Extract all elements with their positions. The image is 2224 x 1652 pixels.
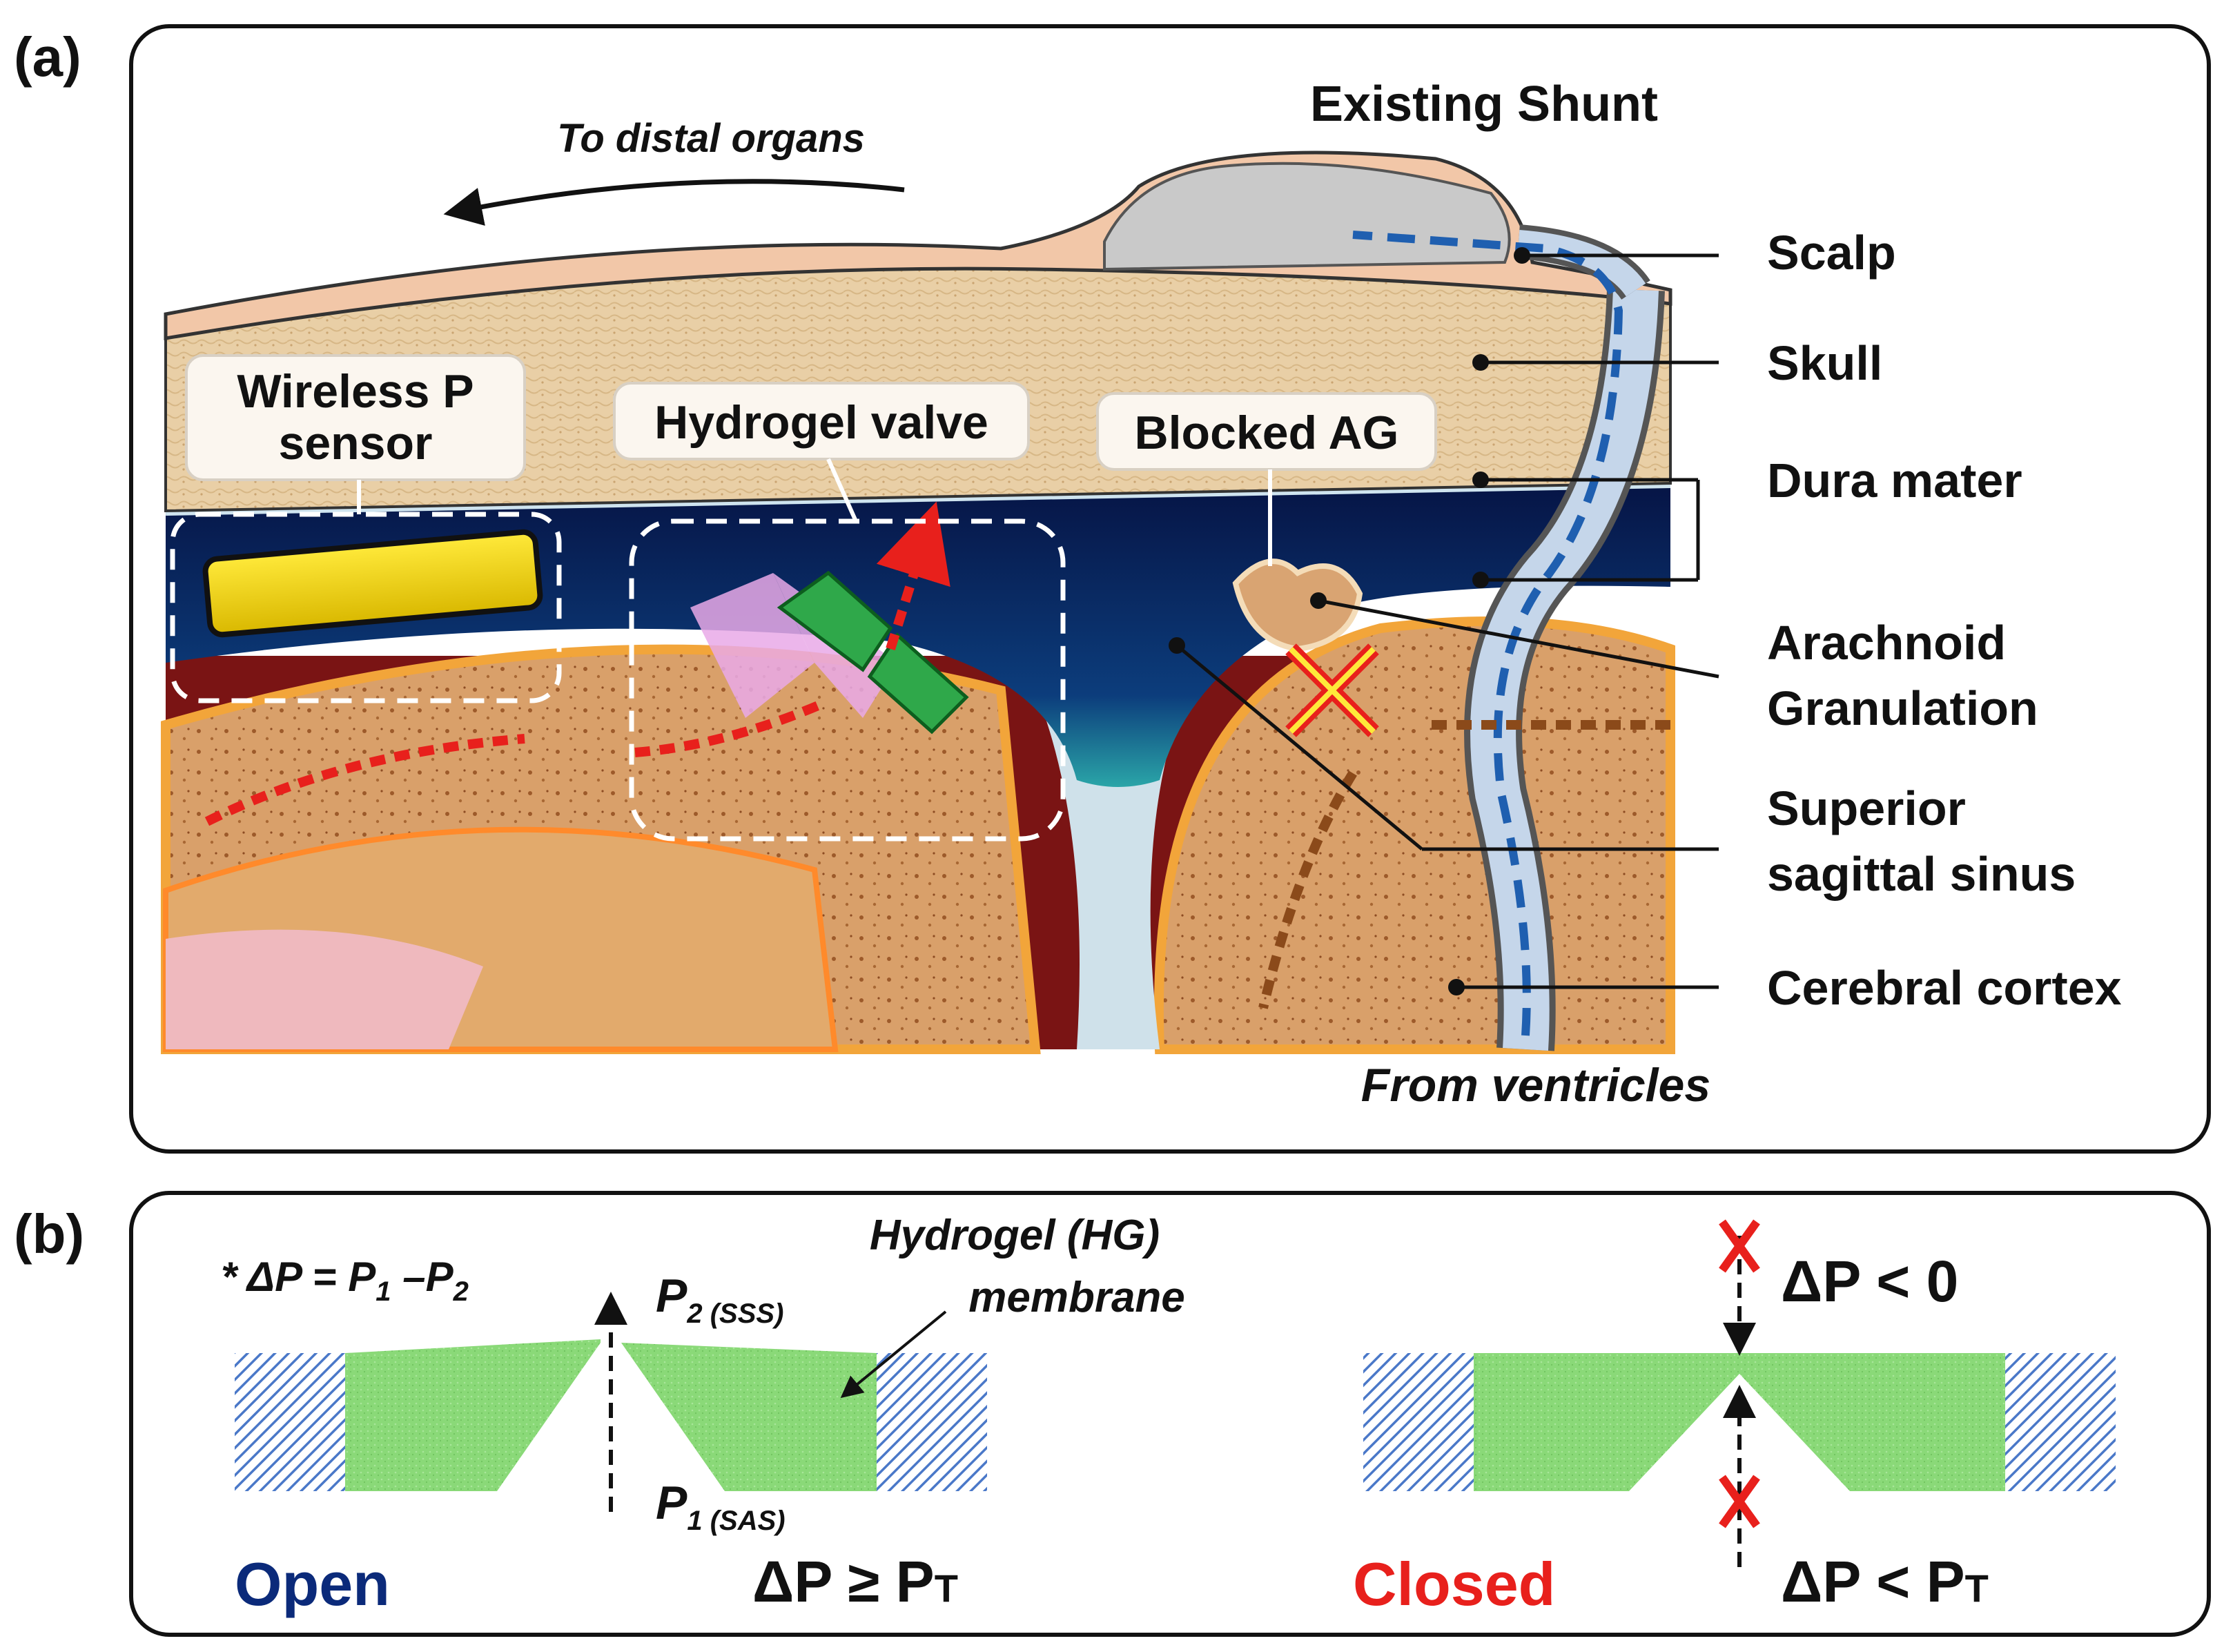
closed-bottom-x-icon xyxy=(1719,1475,1760,1528)
closed-valve-diagram xyxy=(1363,1219,2116,1567)
open-condition: ΔP ≥ PT xyxy=(752,1549,958,1614)
wireless-sensor xyxy=(202,529,543,638)
shunt-flow-arrow xyxy=(1352,231,1623,1036)
membrane-label-1: Hydrogel (HG) xyxy=(870,1212,1160,1259)
p1-label: P1 (SAS) xyxy=(656,1477,786,1536)
label-cortex: Cerebral cortex xyxy=(1767,961,2122,1015)
sensor-callout-box xyxy=(170,512,562,703)
label-dura: Dura mater xyxy=(1767,454,2022,507)
panel-a-tag: (a) xyxy=(14,26,81,88)
blocked-x-icon xyxy=(1285,643,1379,737)
blocked-label: Blocked AG xyxy=(1135,407,1399,459)
delta-p-formula: * ΔP = P1 –P2 xyxy=(221,1254,469,1307)
sensor-label-line1: Wireless P xyxy=(237,365,474,418)
sensor-label-line2: sensor xyxy=(279,417,433,469)
valve-callout-box xyxy=(629,518,1066,842)
closed-condition-top: ΔP < 0 xyxy=(1781,1249,1958,1314)
anatomy-illustration xyxy=(161,150,1675,1054)
existing-shunt-label: Existing Shunt xyxy=(1310,77,1658,132)
membrane-pointer xyxy=(840,1310,947,1399)
closed-condition-bottom: ΔP < PT xyxy=(1781,1549,1989,1614)
distal-arrow xyxy=(443,179,905,226)
anatomy-labels xyxy=(1169,247,1719,995)
open-label: Open xyxy=(235,1550,390,1618)
label-arachnoid-2: Granulation xyxy=(1767,681,2038,735)
p2-label: P2 (SSS) xyxy=(656,1270,783,1329)
open-valve-diagram xyxy=(235,1292,987,1512)
sensor-callout: Wireless P sensor xyxy=(185,354,526,514)
ventricles-label: From ventricles xyxy=(1361,1059,1710,1111)
label-scalp: Scalp xyxy=(1767,226,1896,280)
label-skull: Skull xyxy=(1767,336,1882,390)
hydrogel-valve xyxy=(690,570,969,735)
membrane-label-2: membrane xyxy=(968,1274,1185,1321)
panel-b-tag: (b) xyxy=(14,1203,84,1265)
label-sinus-2: sagittal sinus xyxy=(1767,847,2076,901)
panel-a-frame xyxy=(129,24,2211,1154)
valve-label: Hydrogel valve xyxy=(654,396,988,449)
distal-organs-label: To distal organs xyxy=(557,116,865,161)
closed-top-x-icon xyxy=(1719,1219,1760,1273)
valve-callout: Hydrogel valve xyxy=(613,382,1030,523)
panel-b-frame xyxy=(129,1191,2211,1637)
closed-label: Closed xyxy=(1353,1550,1555,1618)
csf-flow-arrow xyxy=(204,538,925,826)
blocked-callout: Blocked AG xyxy=(1096,392,1437,566)
label-arachnoid-1: Arachnoid xyxy=(1767,616,2006,670)
label-sinus-1: Superior xyxy=(1767,781,1966,835)
blocked-flow-arrow xyxy=(1258,720,1670,1009)
